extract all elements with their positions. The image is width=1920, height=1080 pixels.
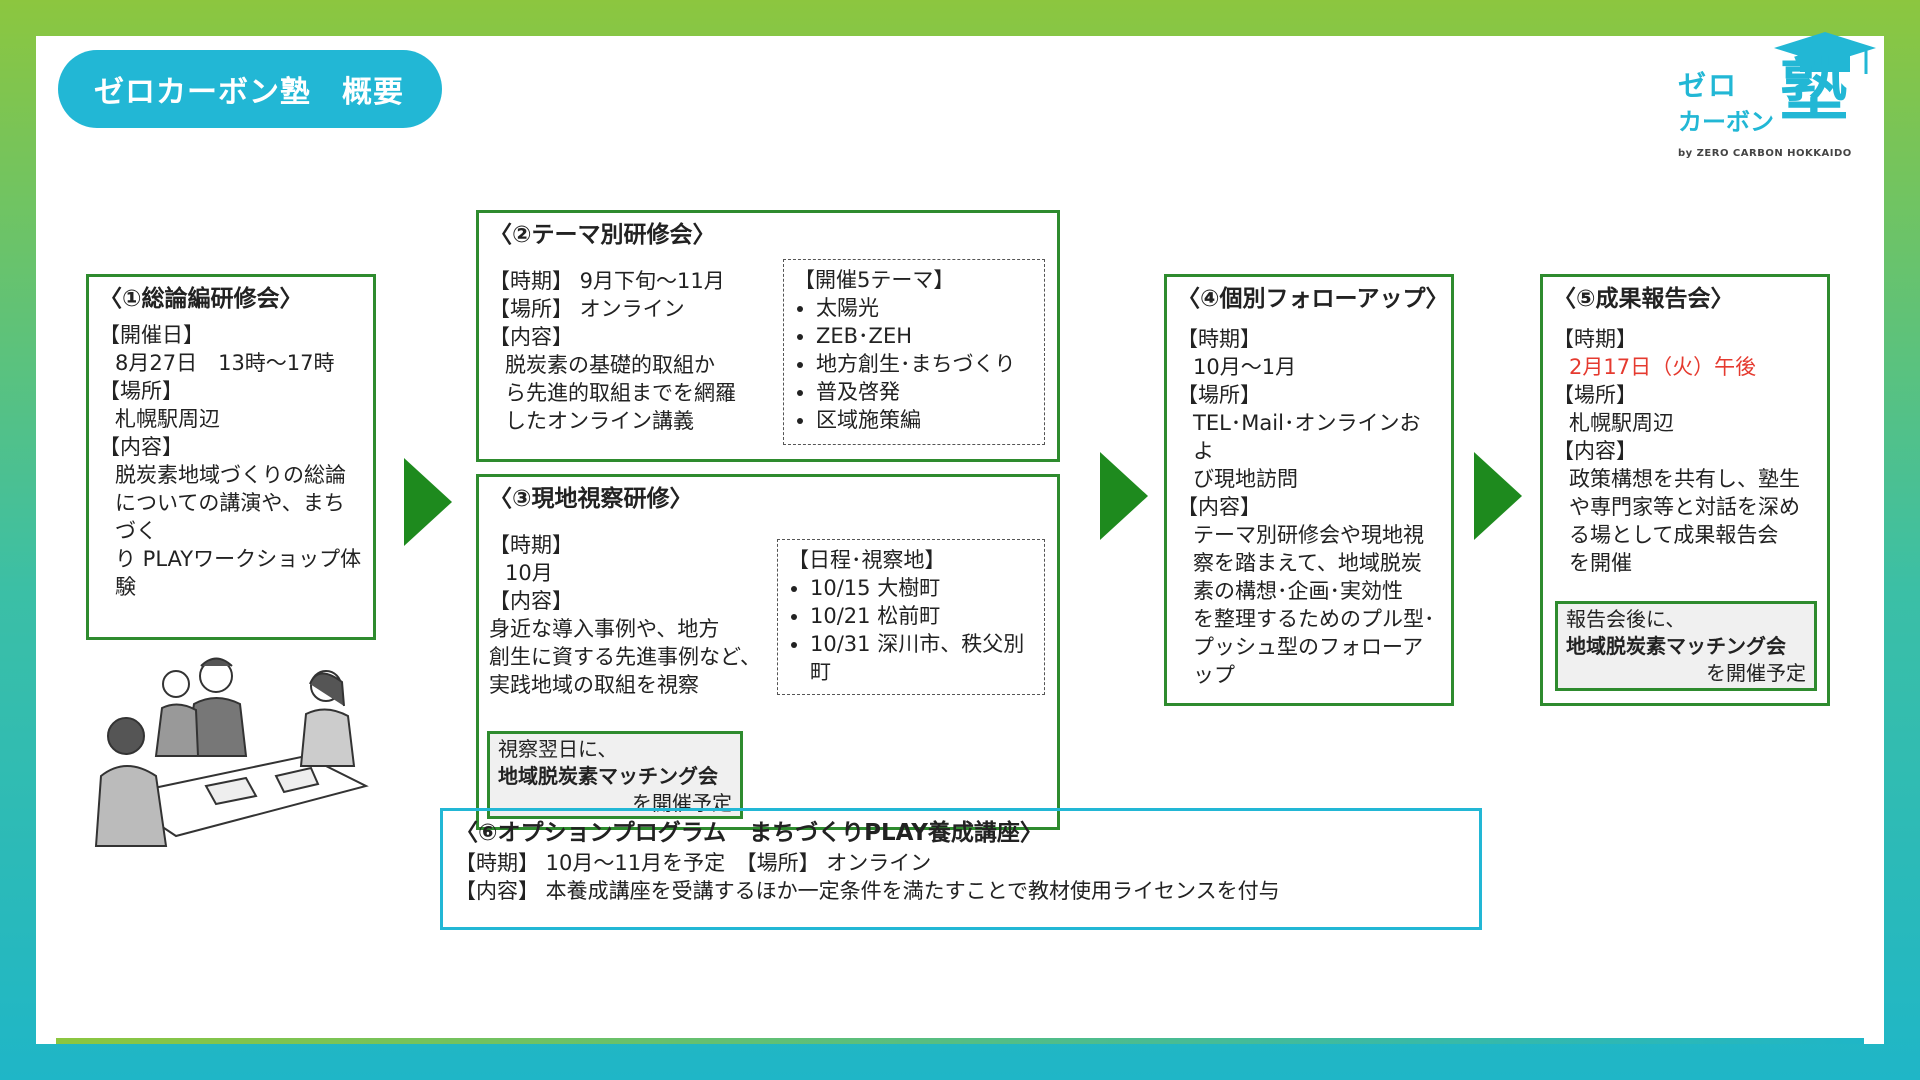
arrow-right-icon [404,458,452,546]
box3-period-value: 10月 [505,561,553,585]
box2-content-line: ら先進的取組までを網羅 [505,381,736,405]
box3-content-line: 身近な導入事例や、地方 [489,617,720,641]
box1-date-value: 8月27日 13時～17時 [115,351,335,375]
theme-item: 普及啓発 [816,378,1034,406]
note-line1: 報告会後に、 [1566,607,1686,631]
box1-date-label: 【開催日】 [99,323,204,347]
box4-content-label: 【内容】 [1177,495,1261,519]
box4-content-line: 素の構想･企画･実効性 [1193,579,1403,603]
page-title: ゼロカーボン塾 概要 [58,50,442,128]
box-site-visit: 〈③現地視察研修〉 【時期】 10月 【内容】 身近な導入事例や、地方 創生に資… [476,474,1060,830]
box-results-report: 〈⑤成果報告会〉 【時期】 2月17日（火）午後 【場所】 札幌駅周辺 【内容】… [1540,274,1830,706]
box4-place-label: 【場所】 [1177,383,1261,407]
box1-content-line: についての講演や、まちづく [115,491,345,543]
graduation-cap-icon [1774,32,1876,74]
box4-content-line: テーマ別研修会や現地視 [1193,523,1424,547]
site-item: 10/21 松前町 [810,602,1034,630]
logo: ゼロ カーボン 塾 by ZERO CARBON HOKKAIDO [1670,12,1880,162]
box-followup: 〈④個別フォローアップ〉 【時期】 10月～1月 【場所】 TEL･Mail･オ… [1164,274,1454,706]
themes-title: 【開催5テーマ】 [794,268,955,292]
note-line2: 地域脱炭素マッチング会 [1566,634,1786,658]
box5-place-label: 【場所】 [1553,383,1637,407]
box4-content-line: を整理するためのプル型･ [1193,607,1435,631]
box5-period-label: 【時期】 [1553,327,1637,351]
box1-content-label: 【内容】 [99,435,183,459]
box3-content-label: 【内容】 [489,589,573,613]
box3-content-line: 実践地域の取組を視察 [489,673,699,697]
box4-place-line: び現地訪問 [1193,467,1298,491]
matching-note: 視察翌日に、 地域脱炭素マッチング会 を開催予定 [487,731,743,819]
box2-period: 【時期】 9月下旬～11月 [489,269,725,293]
theme-item: 地方創生･まちづくり [816,350,1034,378]
box2-place: 【場所】 オンライン [489,297,685,321]
box5-content-line: る場として成果報告会 [1569,523,1779,547]
box4-content-line: 察を踏まえて、地域脱炭 [1193,551,1422,575]
option-heading: 〈⑥オプションプログラム まちづくりPLAY養成講座〉 [455,820,1043,846]
box4-content-line: プッシュ型のフォローアップ [1193,635,1424,687]
bottom-divider [56,1038,1864,1044]
option-line2: 【内容】 本養成講座を受講するほか一定条件を満たすことで教材使用ライセンスを付与 [455,879,1280,903]
box2-content-label: 【内容】 [489,325,573,349]
site-item: 10/15 大樹町 [810,574,1034,602]
box-option-program: 〈⑥オプションプログラム まちづくりPLAY養成講座〉 【時期】 10月～11月… [440,808,1482,930]
box3-period-label: 【時期】 [489,533,573,557]
logo-line1: ゼロ [1678,69,1739,102]
box-theme-training: 〈②テーマ別研修会〉 【時期】 9月下旬～11月 【場所】 オンライン 【内容】… [476,210,1060,462]
arrow-right-icon [1100,452,1148,540]
themes-list: 【開催5テーマ】 太陽光 ZEB･ZEH 地方創生･まちづくり 普及啓発 区域施… [783,259,1045,445]
box4-heading: 〈④個別フォローアップ〉 [1177,286,1449,312]
box2-content-line: したオンライン講義 [505,409,694,433]
sites-list: 【日程･視察地】 10/15 大樹町 10/21 松前町 10/31 深川市、秩… [777,539,1045,695]
matching-note: 報告会後に、 地域脱炭素マッチング会 を開催予定 [1555,601,1817,691]
box3-content-line: 創生に資する先進事例など、 [489,645,761,669]
box1-content-line: 脱炭素地域づくりの総論 [115,463,346,487]
sites-title: 【日程･視察地】 [788,548,946,572]
option-line1: 【時期】 10月～11月を予定 【場所】 オンライン [455,851,932,875]
box2-content-line: 脱炭素の基礎的取組か [505,353,715,377]
note-line2: 地域脱炭素マッチング会 [498,764,718,788]
box5-period-value: 2月17日（火）午後 [1569,355,1757,379]
box1-place-label: 【場所】 [99,379,183,403]
box4-place-line: TEL･Mail･オンラインおよ [1193,411,1421,463]
theme-item: 区域施策編 [816,406,1034,434]
note-line3: を開催予定 [1706,661,1806,685]
box1-content-line: り PLAYワークショップ体験 [115,547,362,599]
box5-content-line: 政策構想を共有し、塾生 [1569,467,1800,491]
box3-heading: 〈③現地視察研修〉 [489,486,693,512]
site-item: 10/31 深川市、秩父別町 [810,630,1034,686]
box5-content-line: を開催 [1569,551,1632,575]
box5-content-line: や専門家等と対話を深め [1569,495,1800,519]
note-line1: 視察翌日に、 [498,737,618,761]
box4-period-label: 【時期】 [1177,327,1261,351]
theme-item: ZEB･ZEH [816,322,1034,350]
box1-heading: 〈①総論編研修会〉 [99,286,303,312]
box4-period-value: 10月～1月 [1193,355,1297,379]
arrow-right-icon [1474,452,1522,540]
box-general-training: 〈①総論編研修会〉 【開催日】 8月27日 13時～17時 【場所】 札幌駅周辺… [86,274,376,640]
logo-byline: by ZERO CARBON HOKKAIDO [1678,148,1852,159]
box2-heading: 〈②テーマ別研修会〉 [489,222,716,248]
box5-content-label: 【内容】 [1553,439,1637,463]
box5-place-value: 札幌駅周辺 [1569,411,1674,435]
note-line3: を開催予定 [632,791,732,815]
box5-heading: 〈⑤成果報告会〉 [1553,286,1734,312]
meeting-illustration [94,657,369,847]
theme-item: 太陽光 [816,294,1034,322]
logo-kanji: 塾 [1780,52,1849,131]
logo-line2: カーボン [1678,108,1774,136]
box1-place-value: 札幌駅周辺 [115,407,220,431]
